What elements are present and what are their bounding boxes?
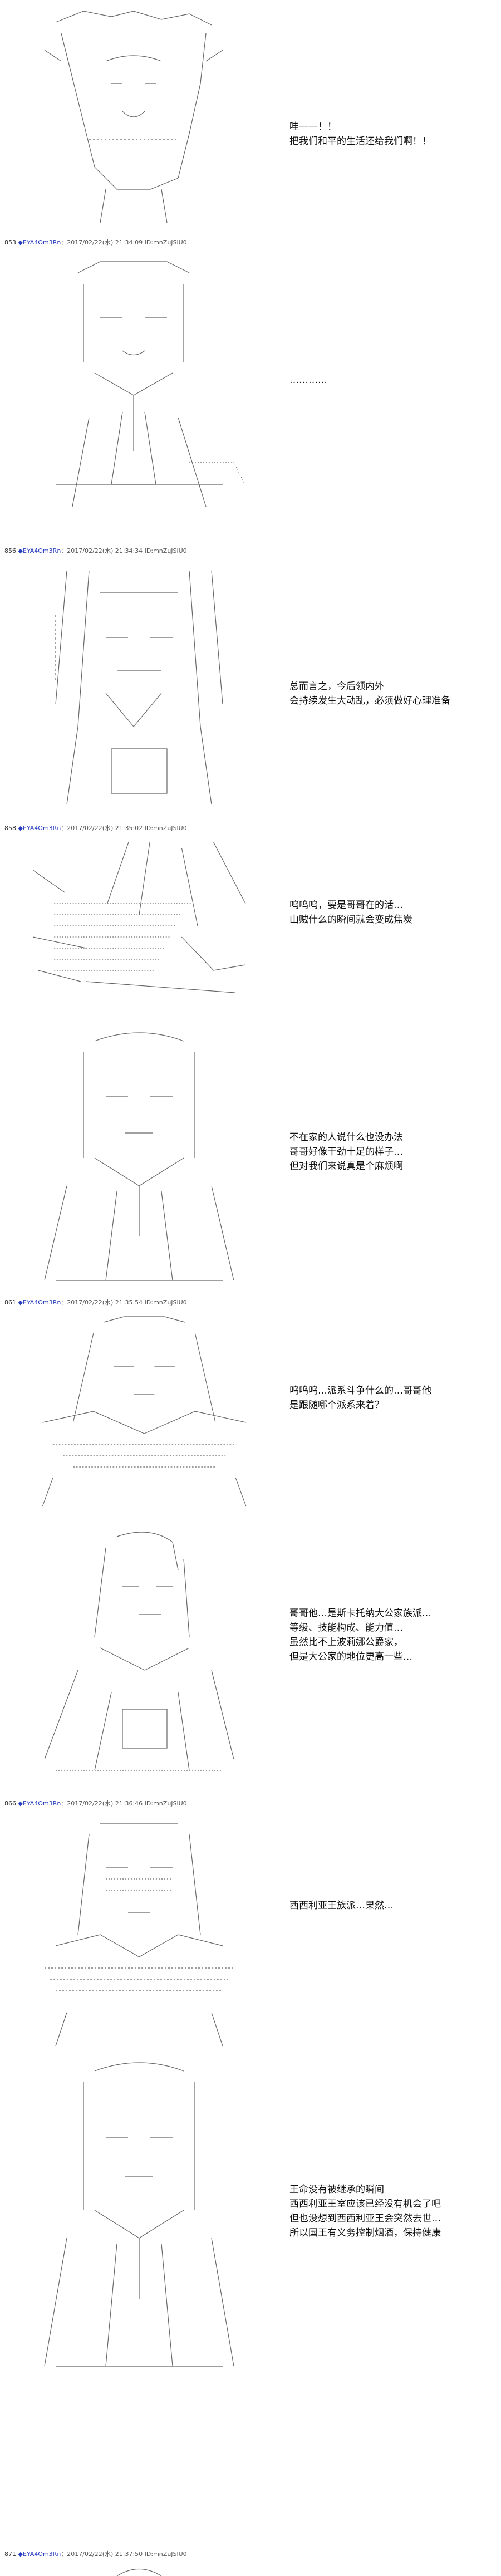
poster-name-link[interactable]: ◆EYA4Om3Rn bbox=[18, 239, 61, 246]
ascii-art-figure bbox=[22, 1311, 256, 1512]
post-header: 866 ◆EYA4Om3Rn：2017/02/22(水) 21:36:46 ID… bbox=[4, 1800, 187, 1807]
post-panel: 呜呜呜…派系斗争什么的…哥哥他 是跟随哪个派系来着？ bbox=[0, 1311, 501, 1512]
dialogue-text: 西西利亚王族派…果然… bbox=[289, 1900, 394, 1911]
poster-name-link[interactable]: ◆EYA4Om3Rn bbox=[18, 825, 61, 832]
ascii-art-figure bbox=[22, 1525, 256, 1793]
post-panel: 哇——！！ 把我们和平的生活还给我们啊！！ bbox=[0, 0, 501, 234]
post-panel: 总而言之，今后领内外 会持续发生大动乱，必须做好心理准备 bbox=[0, 560, 501, 821]
dialogue-text: 呜呜呜，要是哥哥在的话… 山贼什么的瞬间就会变成焦炭 bbox=[289, 900, 412, 925]
post-header: 856 ◆EYA4Om3Rn：2017/02/22(水) 21:34:34 ID… bbox=[4, 547, 187, 555]
post-panel: 王命没有被继承的瞬间 西西利亚王室应该已经没有机会了吧 但也没想到西西利亚王会突… bbox=[0, 2054, 501, 2489]
poster-name-link[interactable]: ◆EYA4Om3Rn bbox=[18, 2550, 61, 2558]
post-panel: 哥哥他…是斯卡托纳大公家族派… 等级、技能构成、能力值… 虽然比不上波莉娜公爵家… bbox=[0, 1525, 501, 1793]
dialogue-text: 哇——！！ 把我们和平的生活还给我们啊！！ bbox=[289, 121, 431, 147]
dialogue-text: 呜呜呜…派系斗争什么的…哥哥他 是跟随哪个派系来着？ bbox=[289, 1385, 431, 1411]
ascii-art-figure bbox=[22, 1024, 256, 1292]
post-header: 861 ◆EYA4Om3Rn：2017/02/22(水) 21:35:54 ID… bbox=[4, 1299, 187, 1306]
poster-name-link[interactable]: ◆EYA4Om3Rn bbox=[18, 1299, 61, 1306]
post-panel: 西西利亚王族派…果然… bbox=[0, 1812, 501, 2052]
dialogue-text: 王命没有被继承的瞬间 西西利亚王室应该已经没有机会了吧 但也没想到西西利亚王会突… bbox=[289, 2184, 441, 2239]
post-header: 853 ◆EYA4Om3Rn：2017/02/22(水) 21:34:09 ID… bbox=[4, 239, 187, 246]
ascii-art-figure bbox=[22, 560, 256, 821]
dialogue-text: 总而言之，今后领内外 会持续发生大动乱，必须做好心理准备 bbox=[289, 681, 450, 706]
ascii-art-figure bbox=[22, 251, 256, 540]
post-panel: ………… bbox=[0, 251, 501, 540]
dialogue-text: 不在家的人说什么也没办法 哥哥好像干劲十足的样子… 但对我们来说真是个麻烦啊 bbox=[289, 1132, 403, 1172]
post-panel: 不在家的人说什么也没办法 哥哥好像干劲十足的样子… 但对我们来说真是个麻烦啊 bbox=[0, 1024, 501, 1292]
poster-name-link[interactable]: ◆EYA4Om3Rn bbox=[18, 547, 61, 555]
post-panel bbox=[0, 2562, 501, 2576]
post-panel: 呜呜呜，要是哥哥在的话… 山贼什么的瞬间就会变成焦炭 bbox=[0, 837, 501, 1009]
ascii-art-figure bbox=[22, 837, 256, 1009]
post-header: 871 ◆EYA4Om3Rn：2017/02/22(水) 21:37:50 ID… bbox=[4, 2550, 187, 2558]
ascii-art-figure bbox=[22, 0, 256, 234]
ascii-art-figure bbox=[22, 1812, 256, 2052]
dialogue-text: ………… bbox=[289, 375, 327, 386]
dialogue-text: 哥哥他…是斯卡托纳大公家族派… 等级、技能构成、能力值… 虽然比不上波莉娜公爵家… bbox=[289, 1608, 431, 1662]
ascii-art-figure bbox=[22, 2054, 256, 2489]
poster-name-link[interactable]: ◆EYA4Om3Rn bbox=[18, 1800, 61, 1807]
post-header: 858 ◆EYA4Om3Rn：2017/02/22(水) 21:35:02 ID… bbox=[4, 825, 187, 832]
ascii-art-figure bbox=[22, 2562, 256, 2576]
